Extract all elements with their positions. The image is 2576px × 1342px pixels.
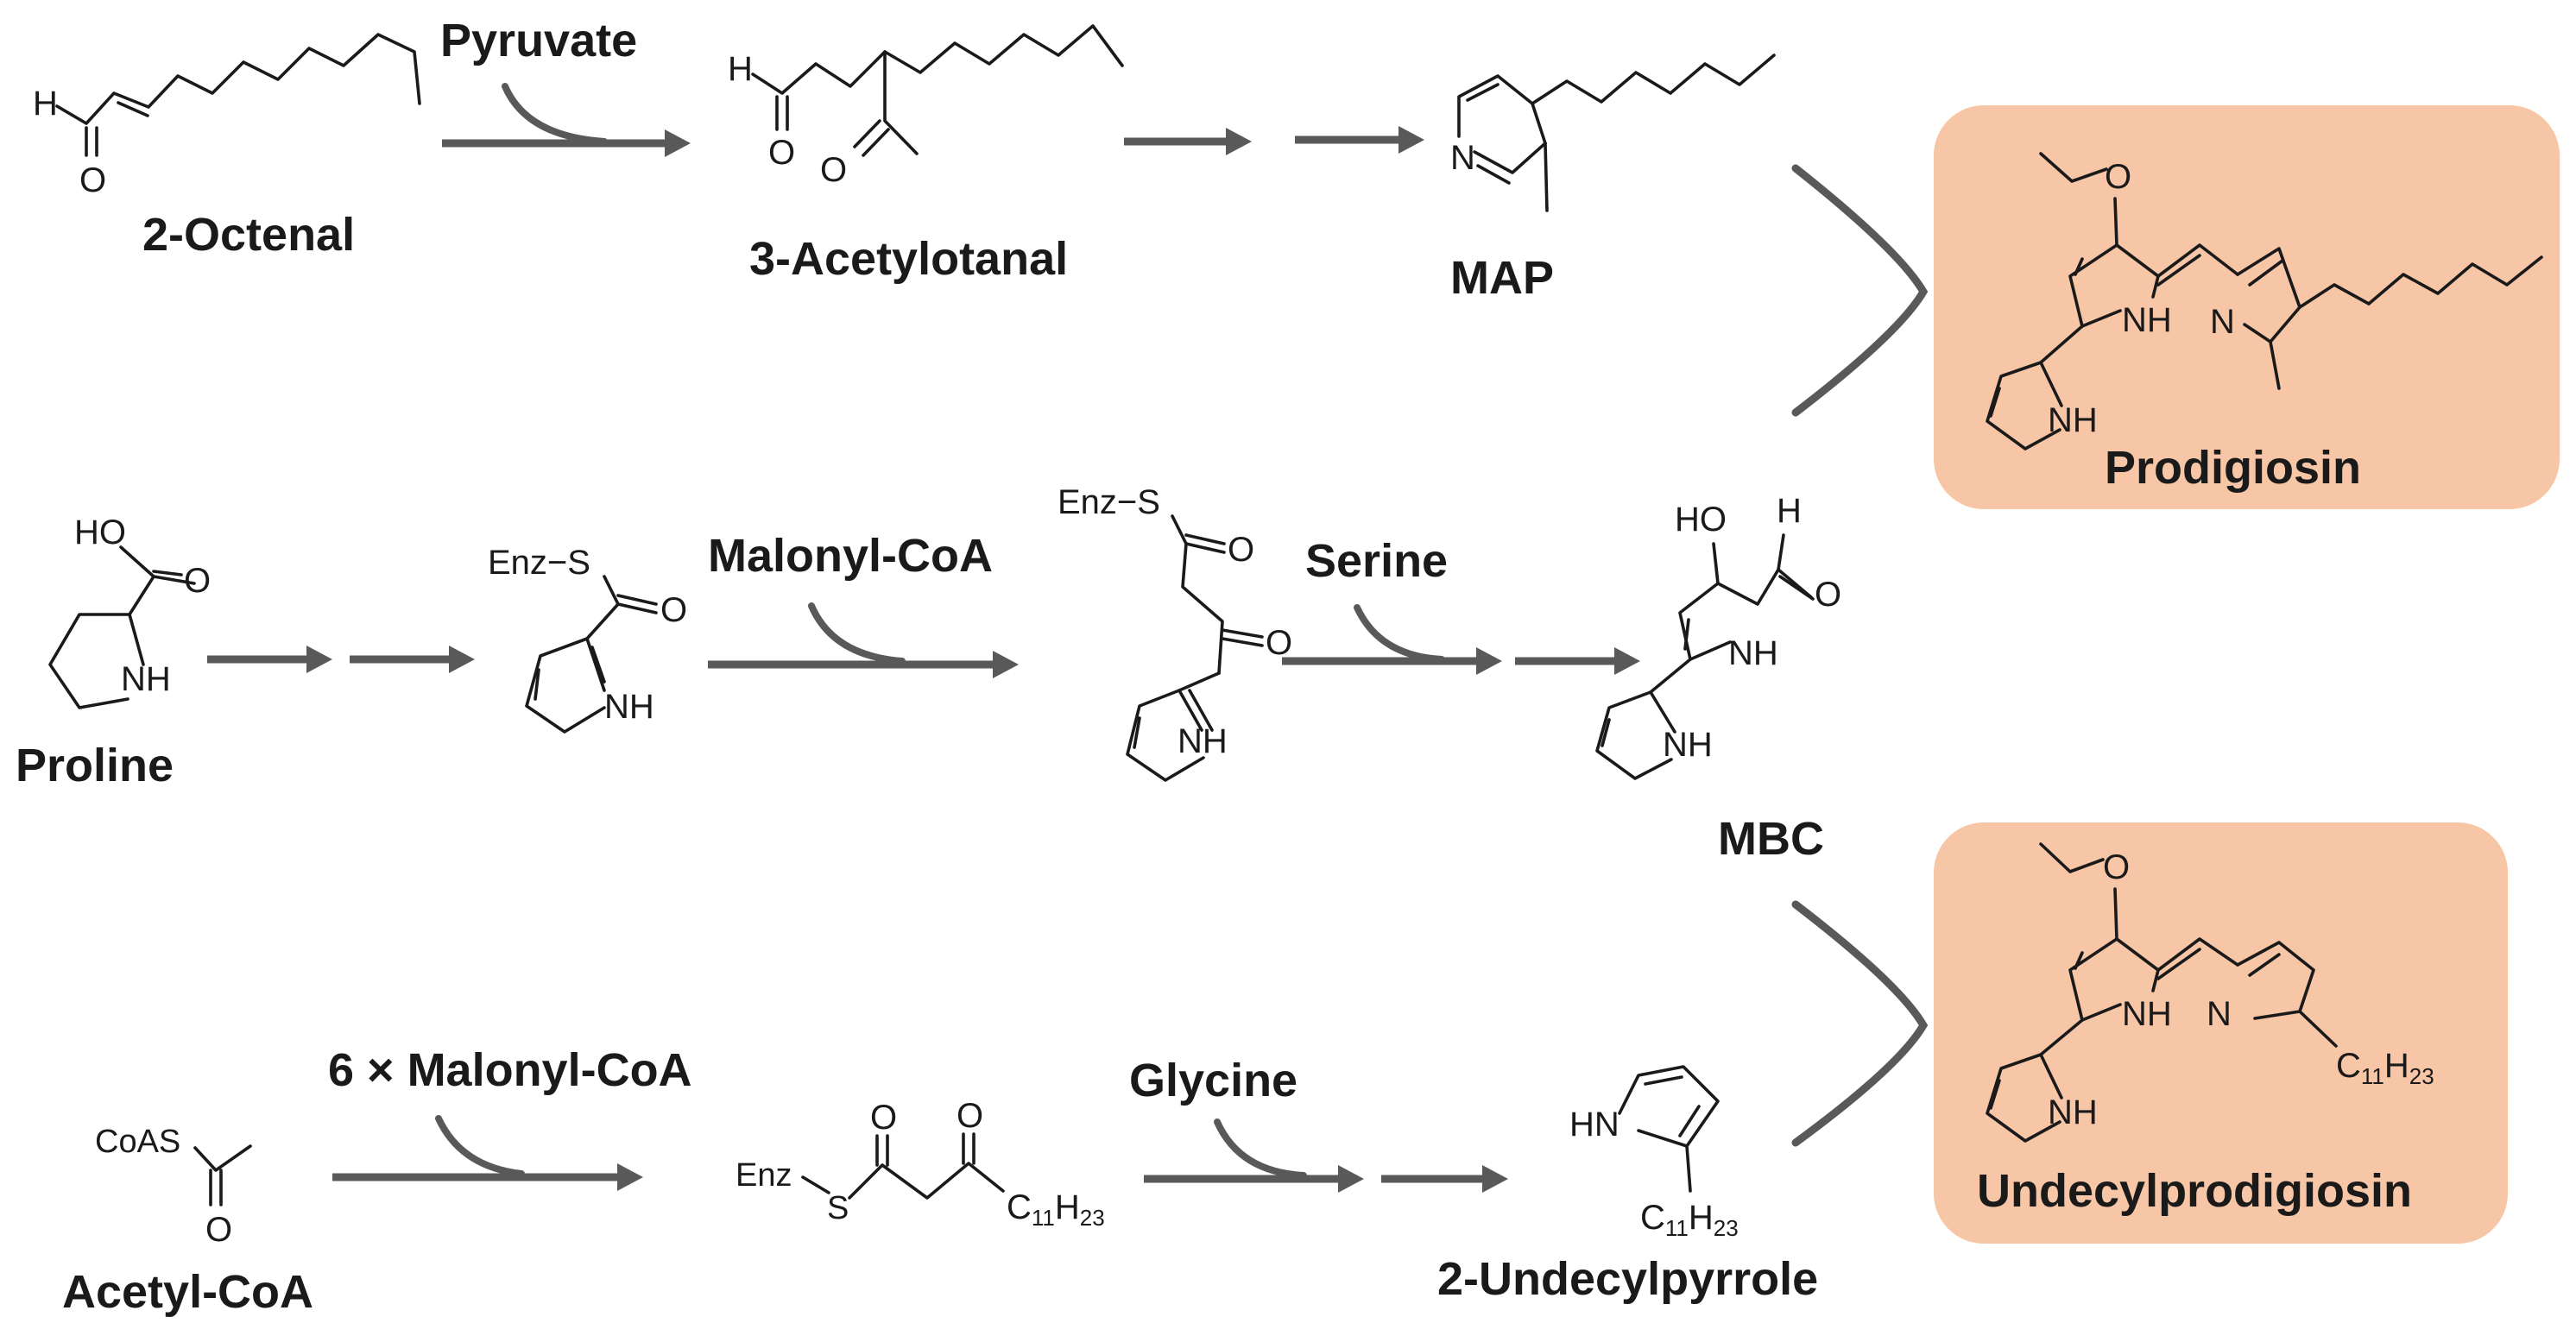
svg-text:NH: NH xyxy=(1728,634,1778,672)
svg-text:NH: NH xyxy=(121,660,171,698)
condensation-brace-2 xyxy=(1791,900,1929,1147)
ketothioester-structure: Enz−S O O NH xyxy=(1058,483,1292,782)
arrowhead xyxy=(1338,1165,1364,1193)
prodigiosin-box xyxy=(1934,105,2560,509)
svg-text:C11H23: C11H23 xyxy=(1640,1199,1739,1241)
svg-text:O: O xyxy=(1815,576,1841,614)
condensation-brace-1 xyxy=(1791,164,1929,417)
svg-text:H: H xyxy=(728,50,753,88)
acetylcoa-label: Acetyl-CoA xyxy=(62,1266,313,1318)
arrowhead xyxy=(665,129,691,157)
arrowhead xyxy=(1614,647,1640,675)
svg-text:O: O xyxy=(870,1099,897,1137)
svg-text:N: N xyxy=(2207,995,2232,1033)
malonylcoa6-label: 6 × Malonyl-CoA xyxy=(328,1044,692,1096)
svg-text:NH: NH xyxy=(2122,995,2172,1033)
svg-text:HN: HN xyxy=(1569,1106,1619,1144)
svg-text:N: N xyxy=(2210,303,2235,341)
svg-text:CoAS: CoAS xyxy=(95,1124,180,1160)
map-structure: N xyxy=(1450,54,1776,212)
glycine-curve xyxy=(1214,1118,1307,1179)
svg-text:O: O xyxy=(2105,158,2131,196)
undecylprodigiosin-structure: O NH N C11H23 NH xyxy=(1986,842,2434,1143)
undecylpyrrole-label: 2-Undecylpyrrole xyxy=(1437,1253,1818,1305)
svg-text:NH: NH xyxy=(1663,726,1713,764)
arrowhead xyxy=(617,1163,643,1191)
svg-text:O: O xyxy=(205,1211,232,1249)
acetyloctanal-label: 3-Acetylotanal xyxy=(749,233,1068,285)
undecylprodigiosin-label: Undecylprodigiosin xyxy=(1977,1165,2412,1217)
prodigiosin-structure: O NH N NH xyxy=(1986,152,2543,450)
acetyloctanal-structure: H O O xyxy=(728,24,1124,189)
svg-text:Enz−S: Enz−S xyxy=(488,544,590,582)
svg-text:O: O xyxy=(1266,624,1292,662)
octenal-structure: H O xyxy=(33,33,421,199)
proline-structure: HO O NH xyxy=(48,513,211,709)
svg-text:Enz: Enz xyxy=(736,1157,792,1194)
malonylcoa-curve xyxy=(808,602,906,665)
pyruvate-curve xyxy=(502,83,608,145)
malonylcoa6-curve xyxy=(435,1115,525,1177)
svg-text:O: O xyxy=(768,134,795,172)
prodigiosin-label: Prodigiosin xyxy=(2105,442,2361,494)
arrowhead xyxy=(1398,126,1424,154)
arrowhead xyxy=(1482,1165,1508,1193)
svg-text:NH: NH xyxy=(2048,1093,2098,1131)
svg-text:N: N xyxy=(1450,139,1475,177)
map-label: MAP xyxy=(1450,252,1554,304)
svg-text:H: H xyxy=(1777,492,1802,530)
mbc-structure: HO NH H O NH xyxy=(1595,492,1841,780)
svg-text:NH: NH xyxy=(2048,401,2098,439)
svg-text:HO: HO xyxy=(74,513,126,551)
pyrrole-thioester-structure: Enz−S O NH xyxy=(488,544,687,734)
polyketide-structure: Enz S O O C11H23 xyxy=(736,1097,1105,1231)
svg-text:O: O xyxy=(660,591,687,629)
svg-text:H: H xyxy=(33,85,58,123)
octenal-label: 2-Octenal xyxy=(142,209,355,261)
svg-text:HO: HO xyxy=(1675,501,1727,539)
arrowhead xyxy=(449,646,475,673)
svg-text:C11H23: C11H23 xyxy=(2336,1047,2434,1089)
svg-text:NH: NH xyxy=(1178,722,1228,760)
svg-text:NH: NH xyxy=(604,688,654,726)
svg-text:C11H23: C11H23 xyxy=(1007,1188,1105,1231)
svg-text:O: O xyxy=(184,562,211,600)
serine-label: Serine xyxy=(1305,535,1448,587)
arrowhead xyxy=(1476,647,1502,675)
arrowhead xyxy=(993,651,1019,678)
serine-curve xyxy=(1354,604,1445,663)
mbc-label: MBC xyxy=(1718,813,1824,865)
arrowhead xyxy=(306,646,332,673)
undecylprodigiosin-box xyxy=(1934,822,2508,1244)
svg-text:O: O xyxy=(79,161,106,199)
arrowhead xyxy=(1226,128,1252,155)
svg-text:Enz−S: Enz−S xyxy=(1058,483,1160,521)
acetylcoa-structure: CoAS O xyxy=(95,1124,252,1249)
svg-text:S: S xyxy=(827,1190,849,1226)
malonylcoa-label: Malonyl-CoA xyxy=(708,530,993,582)
glycine-label: Glycine xyxy=(1129,1055,1297,1106)
svg-text:NH: NH xyxy=(2122,301,2172,339)
pyruvate-label: Pyruvate xyxy=(440,15,637,66)
svg-text:O: O xyxy=(820,151,847,189)
svg-text:O: O xyxy=(2103,848,2130,886)
proline-label: Proline xyxy=(16,740,174,791)
svg-text:O: O xyxy=(1228,531,1254,569)
undecylpyrrole-structure: HN C11H23 xyxy=(1569,1065,1739,1241)
svg-text:O: O xyxy=(957,1097,983,1135)
